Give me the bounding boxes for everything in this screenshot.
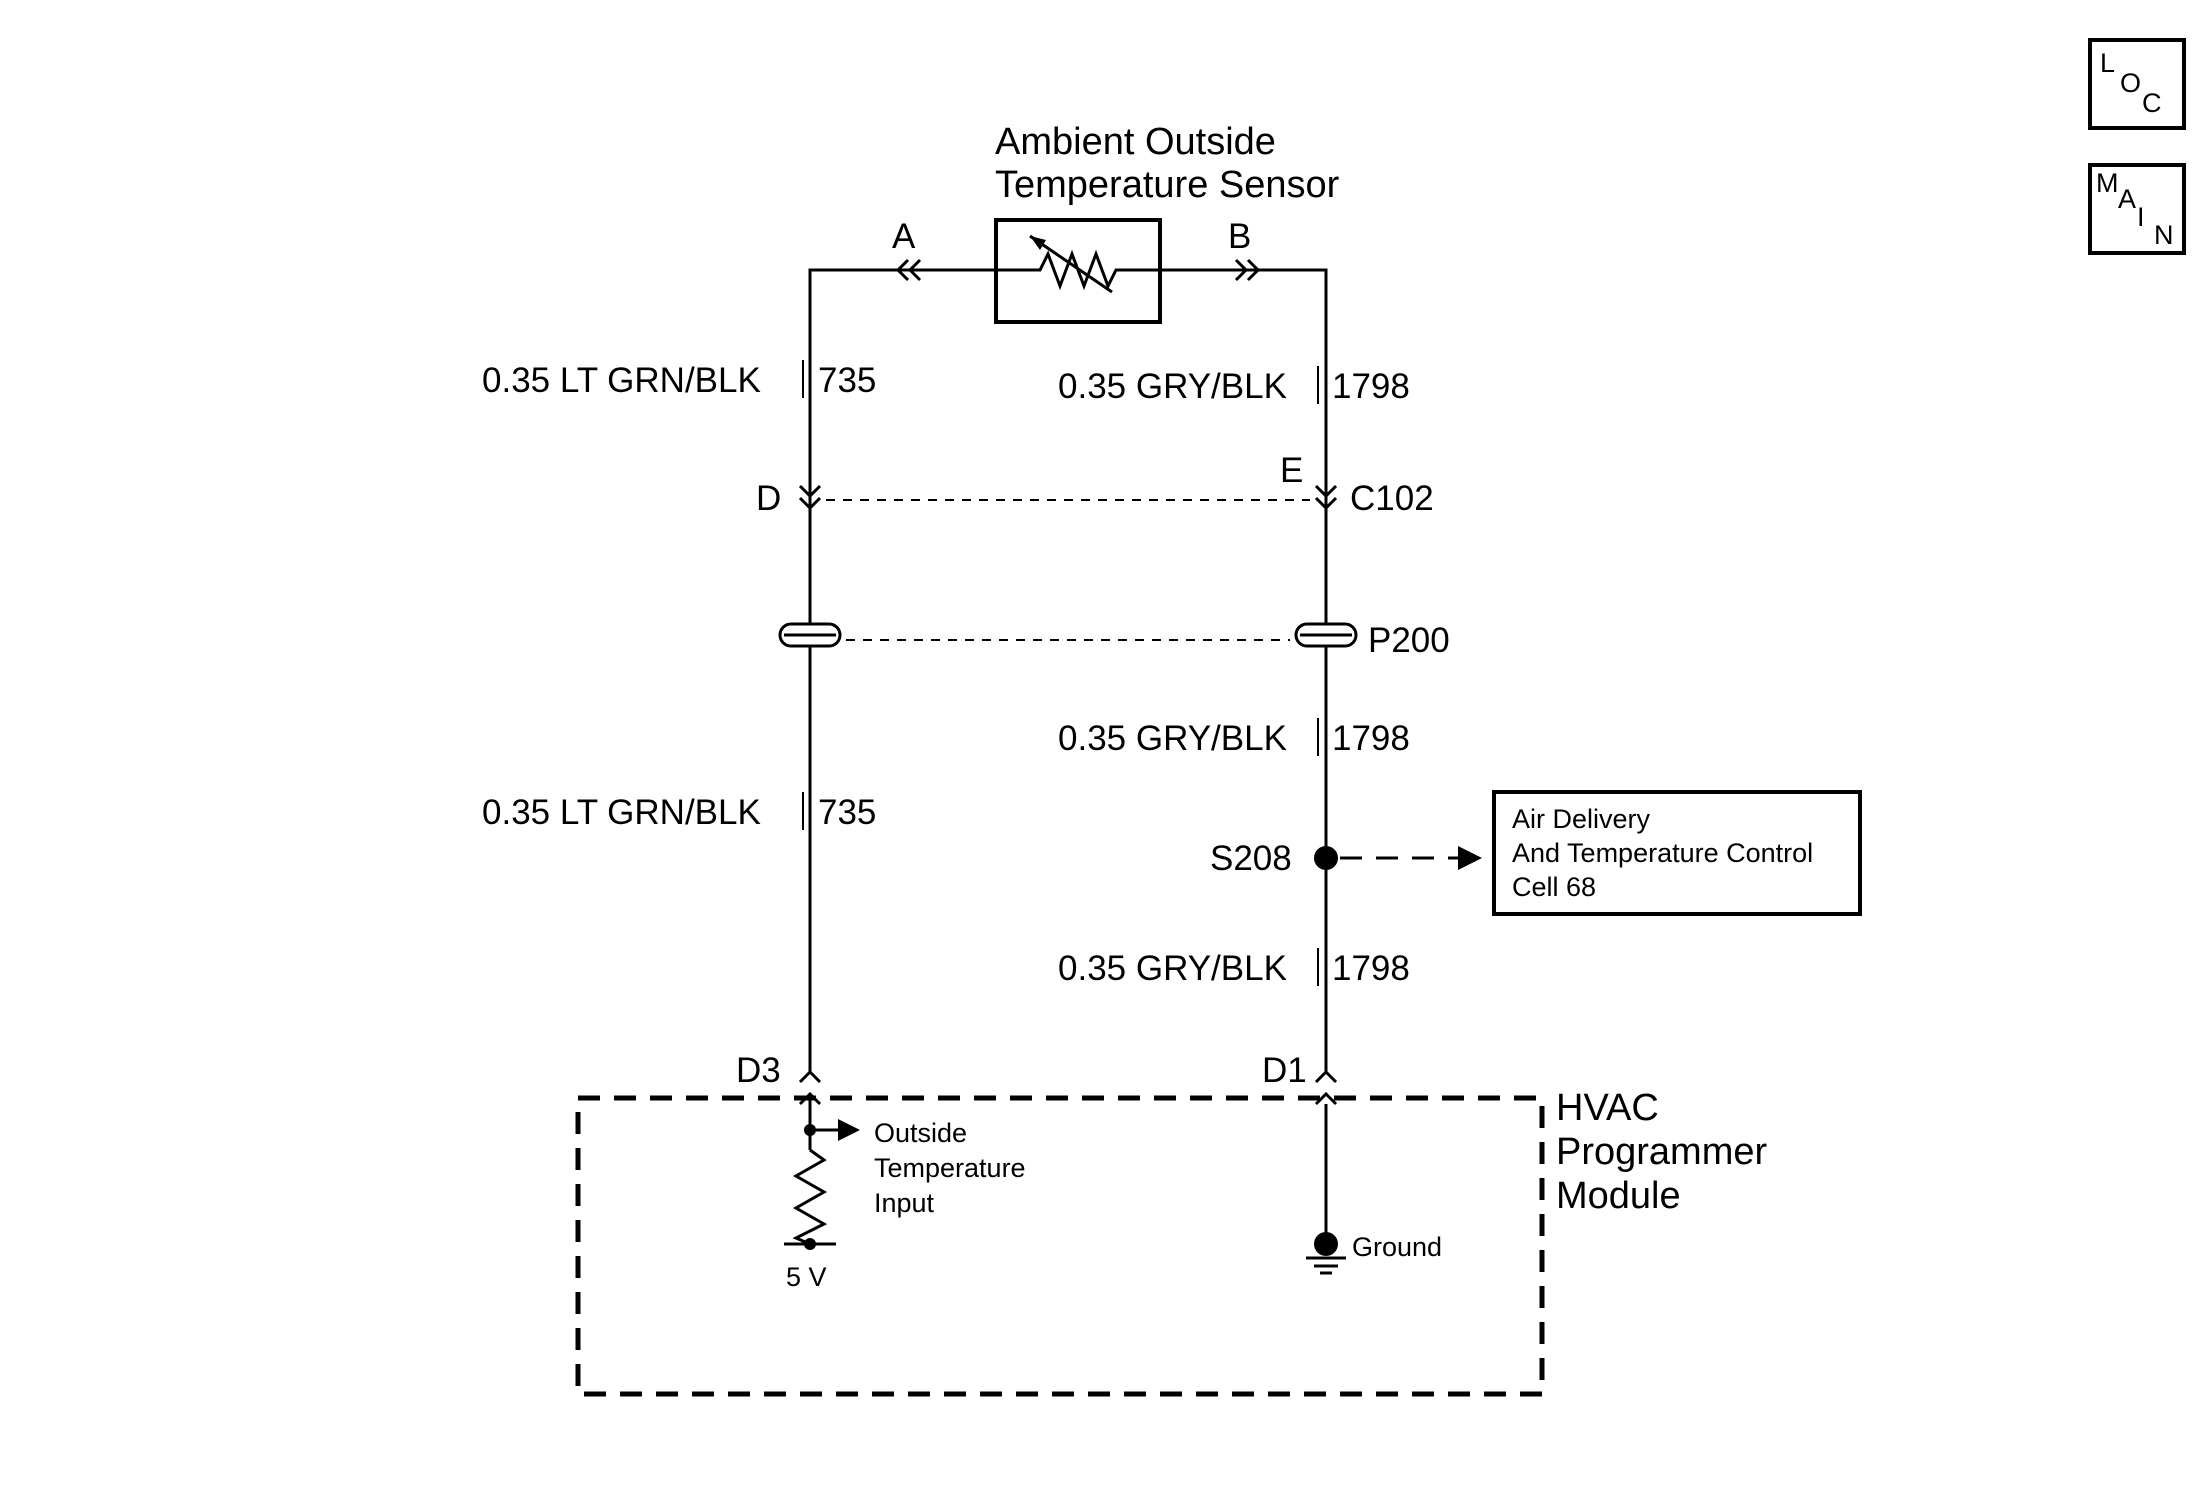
wire-1798-top [1160, 268, 1328, 560]
reference-line2: And Temperature Control [1512, 838, 1813, 868]
input-label-line2: Temperature [874, 1153, 1026, 1183]
circuit-735-upper: 735 [818, 361, 876, 400]
circuit-735-lower: 735 [818, 793, 876, 832]
sensor-symbol [994, 218, 1162, 324]
loc-letter-c: C [2142, 88, 2162, 118]
reference-line3: Cell 68 [1512, 872, 1596, 902]
loc-button[interactable]: L O C [2088, 38, 2186, 130]
wire-label-left-upper: 0.35 LT GRN/BLK [482, 361, 761, 400]
pullup-resistor [792, 1148, 828, 1246]
sensor-pin-a-label: A [892, 217, 916, 256]
wire-735-top [808, 268, 996, 560]
module-pin-d1-label: D1 [1262, 1051, 1307, 1090]
module-name-line1: HVAC [1556, 1087, 1659, 1129]
sensor-pin-b-label: B [1228, 217, 1251, 256]
p200-label: P200 [1368, 621, 1450, 660]
ground-label: Ground [1352, 1232, 1442, 1262]
sensor-title-line1: Ambient Outside [995, 121, 1276, 163]
module-name-line2: Programmer [1556, 1131, 1767, 1173]
c102-pin-e-label: E [1280, 451, 1303, 490]
main-letter-a: A [2118, 184, 2136, 214]
wire-label-left-lower: 0.35 LT GRN/BLK [482, 793, 761, 832]
circuit-1798-upper: 1798 [1332, 367, 1410, 406]
splice-s208-dot [1314, 846, 1338, 870]
circuit-1798-mid: 1798 [1332, 719, 1410, 758]
splice-s208-label: S208 [1210, 839, 1292, 878]
hvac-module-boundary [575, 1095, 1545, 1397]
connector-c102 [798, 484, 1338, 511]
loc-letter-l: L [2100, 48, 2115, 78]
loc-letter-o: O [2120, 68, 2141, 98]
ground-icon [1314, 1232, 1338, 1256]
wire-label-right-upper: 0.35 GRY/BLK [1058, 367, 1287, 406]
main-button[interactable]: M A I N [2088, 163, 2186, 255]
input-label-line3: Input [874, 1188, 935, 1218]
circuit-1798-lower: 1798 [1332, 949, 1410, 988]
wire-label-right-mid: 0.35 GRY/BLK [1058, 719, 1287, 758]
wire-label-right-lower: 0.35 GRY/BLK [1058, 949, 1287, 988]
reference-air-delivery-link[interactable]: Air Delivery And Temperature Control Cel… [1492, 790, 1862, 916]
supply-5v-label: 5 V [786, 1262, 827, 1292]
main-letter-m: M [2096, 168, 2119, 198]
sensor-title-line2: Temperature Sensor [995, 164, 1340, 206]
c102-pin-d-label: D [756, 479, 781, 518]
module-name-line3: Module [1556, 1175, 1681, 1217]
input-label-line1: Outside [874, 1118, 967, 1148]
main-letter-i: I [2137, 202, 2145, 232]
reference-line1: Air Delivery [1512, 804, 1651, 834]
connector-pin-b [1234, 258, 1249, 282]
module-pin-d1 [1314, 1069, 1338, 1084]
passthrough-p200 [778, 622, 1358, 648]
connector-pin-a [895, 258, 910, 282]
module-pin-d3 [798, 1069, 822, 1084]
main-letter-n: N [2154, 220, 2174, 250]
c102-label: C102 [1350, 479, 1434, 518]
module-pin-d3-label: D3 [736, 1051, 781, 1090]
